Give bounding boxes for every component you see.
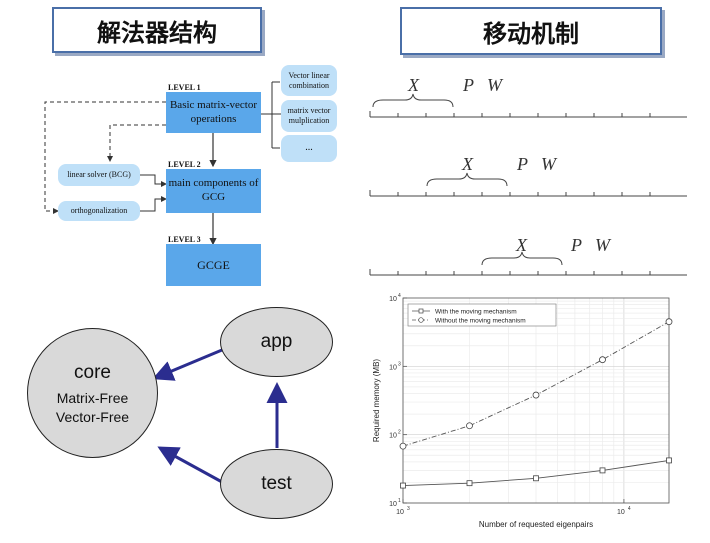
data-point-square: [666, 457, 672, 464]
row3-w-label: W: [595, 235, 610, 255]
row3-x-label: X: [516, 235, 527, 255]
legend-label: With the moving mechanism: [435, 309, 517, 316]
left-title: 解法器结构: [52, 7, 262, 53]
row2-x-label: X: [462, 154, 473, 174]
y-tick-exponent: 4: [398, 293, 401, 299]
row2-w-label: W: [541, 154, 556, 174]
data-point-square: [466, 480, 473, 487]
legend-label: Without the moving mechanism: [435, 318, 526, 325]
orthogonalization-box: orthogonalization: [58, 201, 140, 221]
data-point-square: [400, 482, 406, 489]
data-point-circle: [665, 318, 673, 326]
plot-frame: [402, 297, 670, 504]
data-point-circle: [399, 442, 407, 450]
data-point-circle: [466, 422, 473, 430]
legend-box: [407, 303, 557, 327]
data-point-circle: [532, 391, 540, 399]
right-title: 移动机制: [400, 7, 662, 55]
x-tick-exponent: 3: [407, 506, 410, 512]
moving-row-3: [369, 251, 687, 276]
basic-operations-box: Basic matrix-vector operations: [166, 92, 261, 133]
x-tick-exponent: 4: [628, 506, 631, 512]
side-op-linear-combination: Vector linear combination: [281, 65, 337, 96]
y-tick-exponent: 3: [398, 361, 401, 367]
core-vector-free: Vector-Free: [55, 408, 130, 425]
legend-marker-square: [418, 308, 424, 314]
data-point-square: [533, 475, 539, 482]
row3-p-label: P: [571, 235, 582, 255]
app-label: app: [260, 331, 293, 352]
test-label: test: [261, 473, 292, 494]
side-op-more: ...: [281, 135, 337, 162]
x-tick-label: 10: [617, 509, 625, 516]
y-axis-label: Required memory (MB): [372, 359, 381, 442]
y-tick-label: 10: [389, 296, 397, 303]
row2-p-label: P: [517, 154, 528, 174]
test-module: test: [220, 449, 333, 519]
row1-w-label: W: [487, 75, 502, 95]
data-point-square: [599, 467, 606, 474]
core-matrix-free: Matrix-Free: [56, 389, 129, 406]
data-point-circle: [599, 356, 606, 364]
y-tick-exponent: 1: [398, 498, 401, 504]
y-tick-label: 10: [389, 501, 397, 508]
level-3-label: LEVEL 3: [168, 235, 201, 244]
moving-row-1: [369, 93, 687, 118]
row1-p-label: P: [463, 75, 474, 95]
y-tick-label: 10: [389, 364, 397, 371]
app-module: app: [220, 307, 333, 377]
level-2-label: LEVEL 2: [168, 160, 201, 169]
y-tick-exponent: 2: [398, 430, 401, 436]
gcge-box: GCGE: [166, 244, 261, 286]
core-module: core Matrix-Free Vector-Free: [27, 328, 158, 458]
moving-row-2: [369, 172, 687, 197]
x-axis-label: Number of requested eigenpairs: [479, 520, 593, 529]
x-tick-label: 10: [396, 509, 404, 516]
legend-marker-circle: [418, 317, 424, 323]
side-op-matvec: matrix vector mulplication: [281, 100, 337, 132]
y-tick-label: 10: [389, 433, 397, 440]
linear-solver-box: linear solver (BCG): [58, 164, 140, 186]
level-1-label: LEVEL 1: [168, 83, 201, 92]
main-components-box: main components of GCG: [166, 169, 261, 213]
core-label: core: [74, 361, 111, 383]
row1-x-label: X: [408, 75, 419, 95]
